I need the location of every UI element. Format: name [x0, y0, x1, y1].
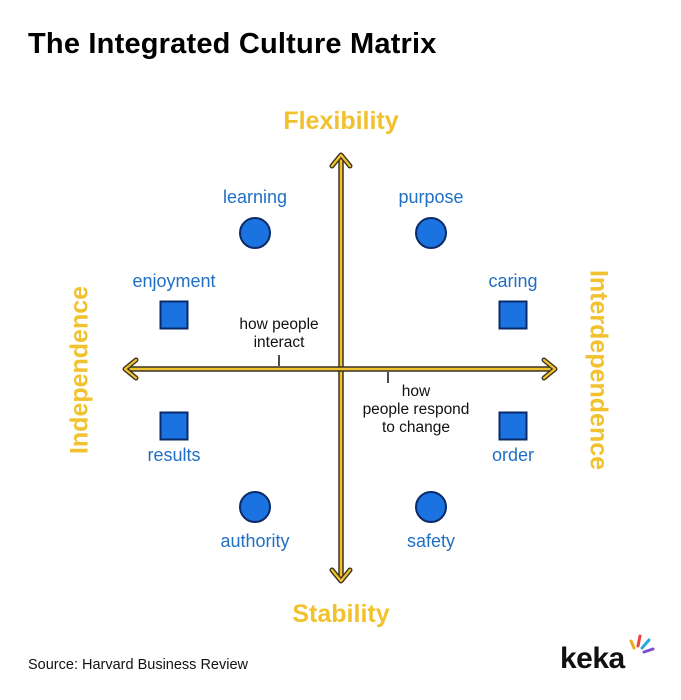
culture-label-caring: caring [488, 271, 538, 291]
culture-label-authority: authority [220, 531, 290, 551]
horizontal-axis [122, 357, 558, 381]
culture-marker-purpose [415, 217, 447, 249]
culture-label-results: results [147, 445, 201, 465]
culture-label-purpose: purpose [398, 187, 464, 207]
source-caption: Source: Harvard Business Review [28, 657, 249, 673]
annotation-how-people-interact: how people interact [239, 316, 319, 351]
culture-marker-order [498, 411, 528, 441]
culture-marker-safety [415, 491, 447, 523]
axis-label-interdependence: Interdependence [584, 269, 613, 471]
culture-marker-enjoyment [159, 300, 189, 330]
culture-marker-learning [239, 217, 271, 249]
axis-label-independence: Independence [65, 285, 94, 455]
culture-marker-authority [239, 491, 271, 523]
logo-rays-icon [629, 634, 655, 654]
culture-label-learning: learning [222, 187, 288, 207]
culture-label-enjoyment: enjoyment [132, 271, 216, 291]
axis-label-stability: Stability [292, 600, 390, 628]
axis-label-flexibility: Flexibility [283, 107, 399, 135]
culture-label-safety: safety [406, 531, 456, 551]
culture-label-order: order [491, 445, 535, 465]
keka-logo: keka [560, 642, 625, 675]
culture-marker-caring [498, 300, 528, 330]
annotation-how-people-respond: how people respond to change [362, 383, 470, 436]
culture-marker-results [159, 411, 189, 441]
page-title: The Integrated Culture Matrix [28, 28, 437, 60]
